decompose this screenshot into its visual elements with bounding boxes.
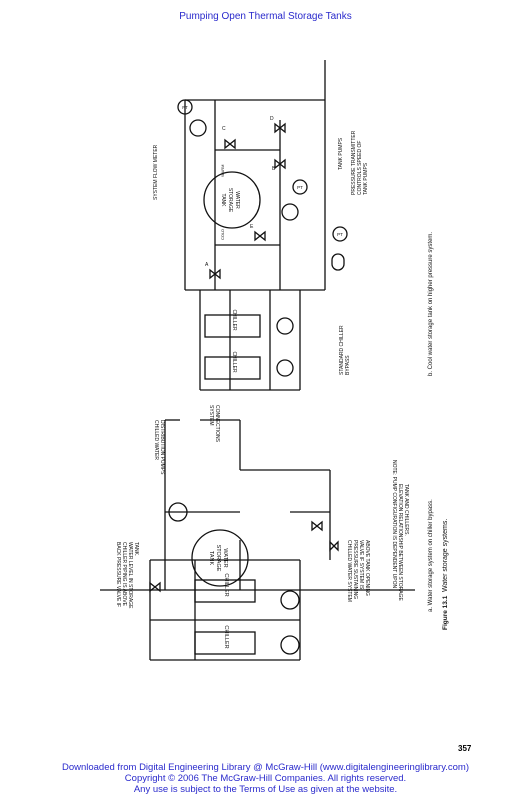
svg-text:NOTE: PUMP CONFIGURATION IS D: NOTE: PUMP CONFIGURATION IS DEPENDENT UP… xyxy=(391,460,397,588)
footer: Downloaded from Digital Engineering Libr… xyxy=(0,762,531,795)
svg-text:ELEVATION RELATIONSHIP BETWEEN: ELEVATION RELATIONSHIP BETWEEN STORAGE xyxy=(397,484,403,601)
pressure-transmitter-label: PRESSURE TRANSMITTER CONTROLS SPEED OF T… xyxy=(351,130,369,195)
page-header: Pumping Open Thermal Storage Tanks xyxy=(179,11,352,22)
svg-text:STANDARD CHILLER: STANDARD CHILLER xyxy=(339,325,345,375)
svg-text:STORAGE: STORAGE xyxy=(227,188,233,213)
svg-text:Water storage systems.: Water storage systems. xyxy=(442,519,449,592)
diagram-a-valves xyxy=(149,520,339,593)
diagram-b-tank xyxy=(203,171,261,229)
diagram-b-chiller-2-label: CHILLER xyxy=(231,351,237,373)
svg-text:WATER: WATER xyxy=(234,191,240,209)
diagram-a-system-connections-label: SYSTEM CONNECTIONS xyxy=(208,405,220,443)
diagram-a-pressure-sustaining-note: CHILLED WATER SYSTEM PRESSURE SUSTAINING… xyxy=(346,540,370,602)
diagram-a-pumps xyxy=(168,502,300,655)
diagram-b-tank-label: WATER STORAGE TANK xyxy=(220,188,240,213)
svg-text:TANK.: TANK. xyxy=(133,542,139,556)
ft-label: FT xyxy=(182,105,188,110)
svg-text:CONTROLS SPEED OF: CONTROLS SPEED OF xyxy=(357,141,363,195)
diagram-b-chillers xyxy=(204,314,261,380)
svg-text:CHILLER PIPING IS ABOVE: CHILLER PIPING IS ABOVE xyxy=(121,542,127,607)
svg-text:TANK: TANK xyxy=(208,551,214,566)
footer-line-3: Any use is subject to the Terms of Use a… xyxy=(133,784,398,795)
tank-pumps-label: TANK PUMPS xyxy=(338,137,344,170)
svg-text:DISTRIBUTION PUMPS: DISTRIBUTION PUMPS xyxy=(159,420,165,475)
svg-text:WATER: WATER xyxy=(222,548,228,567)
footer-line-2: Copyright © 2006 The McGraw-Hill Compani… xyxy=(124,773,407,784)
svg-text:CONNECTIONS: CONNECTIONS xyxy=(214,405,220,443)
diagram-a-chiller-2-label: CHILLER xyxy=(223,625,229,648)
diagram-a-caption: a. Water storage system on chiller bypas… xyxy=(428,499,434,612)
svg-text:ABOVE TANK OPENING: ABOVE TANK OPENING xyxy=(364,540,370,596)
svg-text:CHILLED WATER SYSTEM: CHILLED WATER SYSTEM xyxy=(346,540,352,602)
valve-b-label: B xyxy=(272,166,276,172)
svg-text:WATER LEVEL IN STORAGE: WATER LEVEL IN STORAGE xyxy=(127,542,133,609)
diagram-a-distribution-pumps-label: CHILLED WATER DISTRIBUTION PUMPS xyxy=(153,420,165,475)
svg-text:BACK PRESSURE VALVE IF: BACK PRESSURE VALVE IF xyxy=(115,542,121,607)
system-flow-meter-label: SYSTEM FLOW METER xyxy=(153,144,159,200)
svg-text:TANK PUMPS: TANK PUMPS xyxy=(363,162,369,195)
diagram-b-instruments xyxy=(177,99,348,271)
svg-text:SYSTEM: SYSTEM xyxy=(208,405,214,426)
pt-label-2: PT xyxy=(337,232,343,237)
figure-caption: Figure 13.1 Water storage systems. xyxy=(442,519,449,630)
valve-a-label: A xyxy=(205,262,209,268)
standard-chiller-bypass-label: STANDARD CHILLER BYPASS xyxy=(339,325,351,375)
valve-c-label: C xyxy=(222,126,226,132)
diagram-b-pumps xyxy=(189,119,299,377)
diagram-a-chillers xyxy=(194,579,256,655)
diagram-a-tank-label: WATER STORAGE TANK xyxy=(208,545,228,572)
diagram-a-chiller-1-label: CHILLER xyxy=(223,573,229,596)
svg-text:STORAGE: STORAGE xyxy=(215,545,221,572)
diagram-b-chiller-1-label: CHILLER xyxy=(231,309,237,331)
cold-label: COLD xyxy=(220,229,225,240)
svg-text:PRESSURE SUSTAINING: PRESSURE SUSTAINING xyxy=(352,540,358,599)
svg-text:VALVE IF SYSTEM IS: VALVE IF SYSTEM IS xyxy=(358,540,364,590)
svg-text:PRESSURE TRANSMITTER: PRESSURE TRANSMITTER xyxy=(351,130,357,195)
footer-line-1: Downloaded from Digital Engineering Libr… xyxy=(61,762,470,773)
diagram-b-piping xyxy=(184,60,326,391)
svg-text:Figure 13.1: Figure 13.1 xyxy=(442,595,449,630)
svg-text:BYPASS: BYPASS xyxy=(345,355,351,375)
diagram-b-valves xyxy=(209,122,286,280)
warm-label: WARM xyxy=(220,164,225,177)
svg-text:TANK AND CHILLERS.: TANK AND CHILLERS. xyxy=(403,484,409,536)
svg-text:TANK: TANK xyxy=(220,194,226,208)
diagram-b-caption: b. Cool water storage tank on higher pre… xyxy=(428,232,434,376)
diagram-a-piping xyxy=(100,419,415,661)
page-number: 357 xyxy=(458,744,472,753)
diagram-a-tank xyxy=(191,529,249,587)
diagram-a-note: NOTE: PUMP CONFIGURATION IS DEPENDENT UP… xyxy=(391,460,409,601)
valve-d-label: D xyxy=(270,116,274,122)
pt-label-1: PT xyxy=(297,185,303,190)
valve-e-label: E xyxy=(250,224,254,230)
svg-text:CHILLED WATER: CHILLED WATER xyxy=(153,420,159,460)
diagram-a-back-pressure-note: BACK PRESSURE VALVE IF CHILLER PIPING IS… xyxy=(115,542,139,609)
